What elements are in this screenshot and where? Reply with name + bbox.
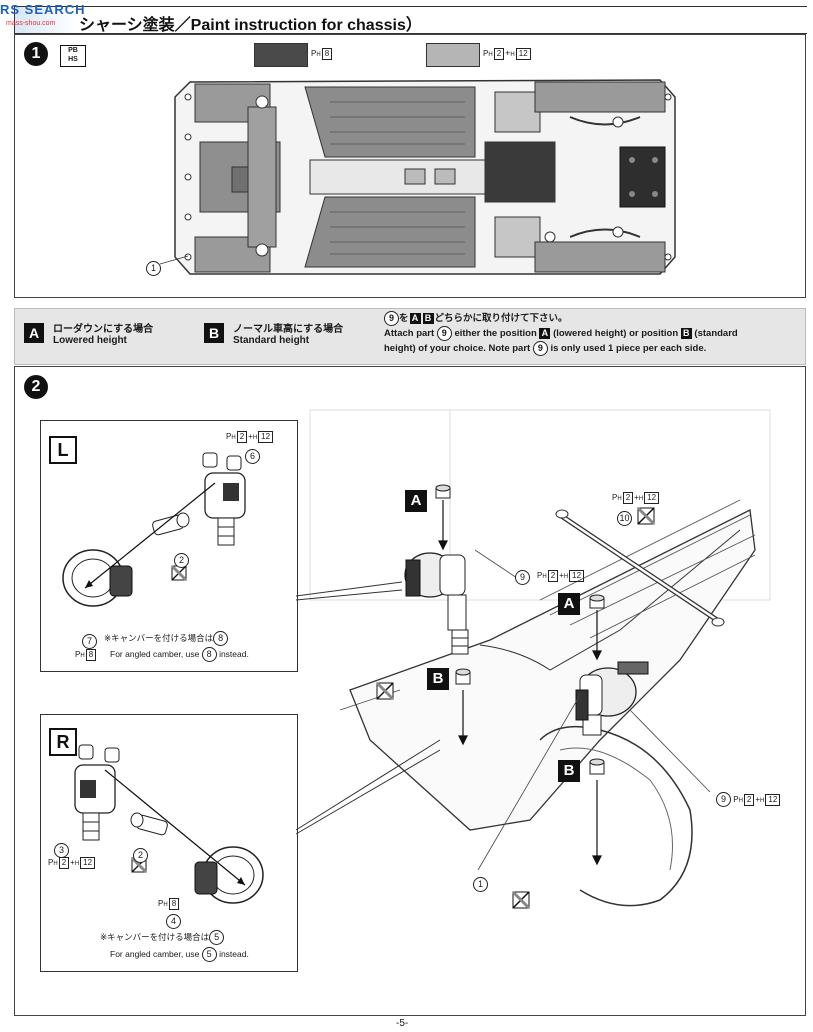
right-pin-callout: 2 — [133, 845, 148, 863]
step2-number: 2 — [24, 375, 48, 399]
right-upright-callout: 3 — [54, 840, 69, 858]
position-a-label-upper: A — [405, 490, 427, 512]
spacer-callout-upper: 9 — [515, 570, 530, 585]
position-b-label-upper: B — [427, 668, 449, 690]
left-upright-callout: 6 — [245, 446, 260, 464]
option-a-jp: ローダウンにする場合 — [53, 324, 154, 335]
right-disc-callout: 4 — [166, 911, 181, 929]
front-suspension-assembly-illustration — [309, 409, 771, 910]
right-camber-note-en: For angled camber, use 5 instead. — [110, 947, 249, 962]
option-a-en: Lowered height — [53, 335, 127, 346]
chassis-callout-main: 1 — [473, 874, 488, 892]
option-a-badge: A — [24, 323, 44, 343]
left-camber-note-en: For angled camber, use 8 instead. — [110, 647, 249, 662]
chassis-part-callout: 1 — [146, 258, 161, 276]
right-knuckle-illustration — [74, 744, 264, 904]
position-a-label-lower: A — [558, 593, 580, 615]
option-b-badge: B — [204, 323, 224, 343]
left-pin-callout: 2 — [174, 550, 189, 568]
left-side-badge: L — [49, 436, 77, 464]
callout-leader — [160, 255, 189, 265]
inset-connector-lines — [295, 581, 441, 835]
watermark-logo: RS SEARCH — [0, 2, 86, 17]
no-glue-mark — [375, 681, 395, 701]
page-number: -5- — [396, 1018, 409, 1029]
left-disc-callout: 7 — [82, 631, 97, 649]
step1-number: 1 — [24, 42, 48, 66]
tie-rod-callout: 10 — [617, 508, 632, 526]
header-bar: シャーシ塗装／Paint instruction for chassis） — [14, 6, 807, 34]
left-knuckle-illustration — [62, 452, 246, 607]
option-b-jp: ノーマル車高にする場合 — [233, 324, 344, 335]
header-title: シャーシ塗装／Paint instruction for chassis） — [79, 17, 422, 34]
position-b-label-lower: B — [558, 760, 580, 782]
watermark-url: mass-shou.com — [6, 20, 56, 27]
option-b-en: Standard height — [233, 335, 310, 346]
color-swatch-dark — [254, 43, 308, 67]
color-swatch-light — [426, 43, 480, 67]
right-side-badge: R — [49, 728, 77, 756]
chassis-underside-illustration — [174, 79, 676, 275]
